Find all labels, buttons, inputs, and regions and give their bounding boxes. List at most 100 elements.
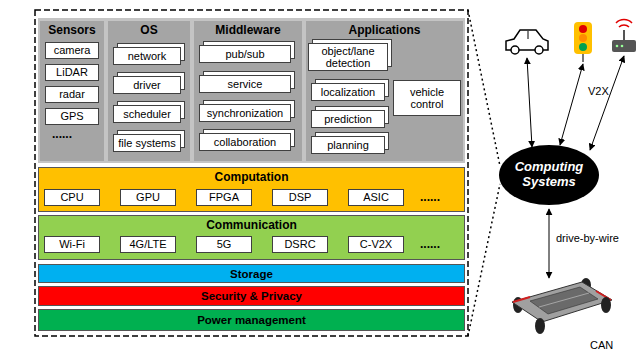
layer-band: CommunicationWi-Fi 4G/LTE 5G DSRC C-V2X	[38, 215, 465, 260]
node-text: Middleware	[194, 21, 302, 37]
node-text: 5G	[217, 238, 232, 250]
component-box: camera	[45, 42, 99, 59]
router-antenna	[623, 30, 625, 40]
battery-cell-line	[539, 293, 589, 307]
node-text: network	[128, 50, 167, 62]
car-icon	[528, 31, 529, 39]
stacked-box: service	[199, 75, 291, 93]
node-text: scheduler	[123, 108, 171, 120]
stacked-box: localization	[311, 83, 385, 101]
node-text: OS	[108, 21, 190, 37]
ellipsis-mark: ......	[420, 190, 440, 204]
node-text: C-V2X	[360, 238, 392, 250]
system-ellipse: Computing Systems	[498, 144, 600, 206]
node-text: ASIC	[363, 191, 389, 203]
signal-arc	[619, 25, 629, 27]
component-box: FPGA	[196, 189, 252, 206]
zoom-line	[468, 10, 500, 166]
node-text: DSP	[289, 191, 312, 203]
node-text: pub/sub	[225, 48, 264, 60]
component-box: 4G/LTE	[120, 236, 176, 253]
layer-band: Storage	[38, 264, 465, 283]
component-box: CPU	[44, 189, 100, 206]
node-text: GPS	[60, 110, 83, 122]
component-box: ASIC	[348, 189, 404, 206]
stacked-box: driver	[113, 76, 181, 94]
battery-pack	[530, 287, 598, 314]
component-box: Wi-Fi	[44, 236, 100, 253]
ellipsis-mark: ......	[52, 127, 72, 141]
car-wheel	[535, 46, 543, 54]
stacked-box: synchronization	[199, 104, 291, 122]
traffic-light-icon	[574, 22, 592, 54]
stacked-box: prediction	[311, 110, 385, 128]
node-text: Storage	[230, 268, 273, 280]
chassis-wheel	[535, 318, 545, 334]
router-icon	[612, 40, 636, 52]
link-label: drive-by-wire	[556, 232, 619, 244]
stacked-box: file systems	[113, 134, 181, 152]
node-text: localization	[321, 86, 375, 98]
stacked-box: network	[113, 47, 181, 65]
component-box: vehicle control	[393, 80, 461, 116]
node-text: LiDAR	[56, 66, 88, 78]
component-box: DSP	[272, 189, 328, 206]
bus-label: CAN	[590, 339, 613, 351]
stacked-box: object/lane detection	[308, 43, 388, 71]
system-boundary	[35, 10, 468, 336]
node-text: GPU	[136, 191, 160, 203]
chassis-wheel	[601, 297, 611, 313]
drive-by-wire-arrow	[549, 209, 550, 278]
v2x-arrow	[560, 64, 583, 145]
node-text: Computing Systems	[508, 160, 590, 190]
layer-column: OS network driver scheduler file systems	[108, 21, 190, 161]
stacked-box: scheduler	[113, 105, 181, 123]
layer-column: Middleware pub/sub service synchronization c…	[194, 21, 302, 161]
node-text: radar	[59, 88, 85, 100]
node-text: Sensors	[40, 21, 104, 37]
signal-arc	[616, 20, 632, 23]
ellipsis-mark: ......	[420, 237, 440, 251]
node-text: vehicle control	[394, 86, 460, 110]
node-text: driver	[133, 79, 161, 91]
chassis-platform	[512, 282, 612, 322]
node-text: file systems	[118, 137, 175, 149]
node-text: 4G/LTE	[129, 238, 166, 250]
stacked-box: collaboration	[199, 133, 291, 151]
ellipse-shape	[499, 145, 599, 205]
node-text: Power management	[197, 314, 306, 326]
router-led	[616, 45, 619, 48]
node-text: Applications	[306, 21, 463, 37]
node-text: collaboration	[214, 136, 276, 148]
node-text: FPGA	[209, 191, 239, 203]
layer-band: Power management	[38, 309, 465, 331]
stacked-box: pub/sub	[199, 45, 291, 63]
chassis-accent	[513, 297, 530, 302]
component-box: radar	[45, 86, 99, 103]
node-text: Computation	[39, 168, 464, 184]
router-led	[621, 45, 624, 48]
traffic-light-lamp	[579, 43, 587, 51]
node-text: planning	[327, 139, 369, 151]
component-box: C-V2X	[348, 236, 404, 253]
node-text: CPU	[60, 191, 83, 203]
traffic-light-pole	[582, 54, 584, 62]
traffic-light-lamp	[579, 25, 587, 33]
layer-column: Applications object/lane detection localiz…	[306, 21, 463, 161]
node-text: DSRC	[284, 238, 315, 250]
node-text: synchronization	[207, 107, 283, 119]
component-box: DSRC	[272, 236, 328, 253]
node-text: service	[228, 78, 263, 90]
node-text: Wi-Fi	[59, 238, 85, 250]
node-text: Communication	[39, 216, 464, 232]
layer-band: ComputationCPU GPU FPGA DSP ASIC	[38, 167, 465, 212]
component-box: GPS	[45, 108, 99, 125]
node-text: object/lane detection	[309, 45, 387, 69]
node-text: prediction	[324, 113, 372, 125]
node-text: Security & Privacy	[201, 290, 302, 302]
v2x-arrow	[590, 56, 624, 150]
layer-band: Security & Privacy	[38, 286, 465, 306]
software-region	[38, 18, 465, 163]
component-box: LiDAR	[45, 64, 99, 81]
node-text: camera	[54, 44, 91, 56]
